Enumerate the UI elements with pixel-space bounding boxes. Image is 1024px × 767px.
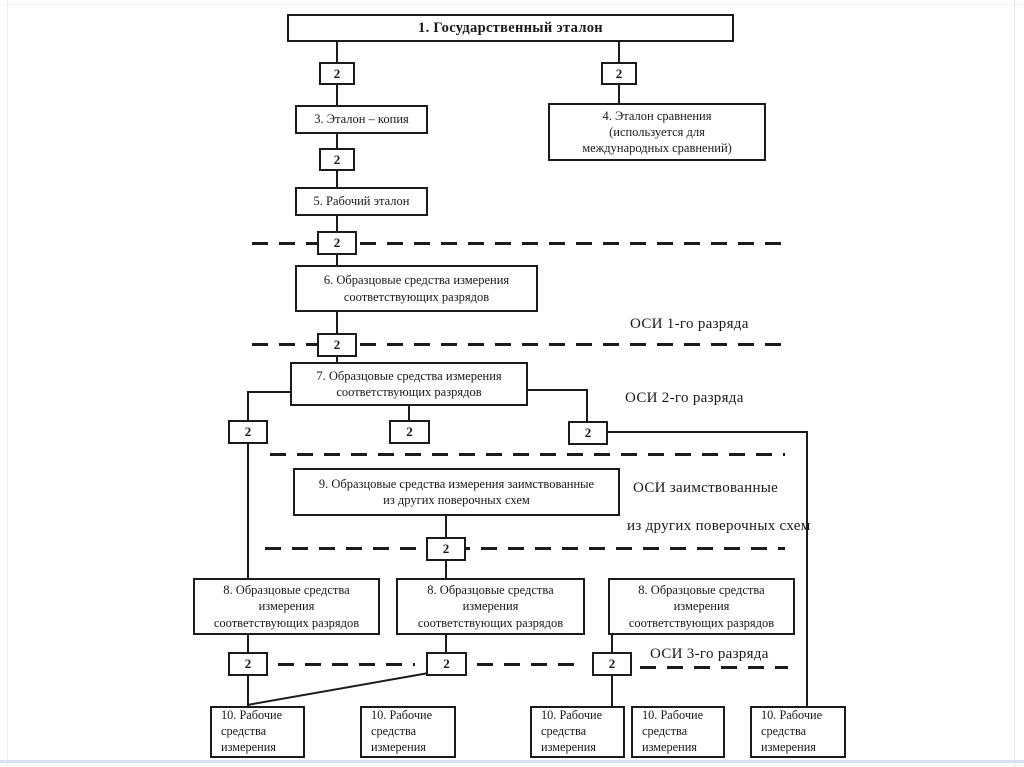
node-reference-means-rank3-3: 8. Образцовые средства измерения соответ… xyxy=(608,578,795,635)
osi-borrowed-label-line2: из других поверочных схем xyxy=(627,518,811,534)
connector-line xyxy=(336,134,338,148)
slide-right-edge xyxy=(1014,0,1015,767)
connector-line xyxy=(408,406,410,420)
osi-rank3-label: ОСИ 3-го разряда xyxy=(650,646,769,662)
osi-rank2-label: ОСИ 2-го разряда xyxy=(625,390,744,406)
connector-line xyxy=(336,357,338,362)
slide-left-edge xyxy=(7,0,8,767)
connector-line xyxy=(247,635,249,652)
node-working-means-1: 10. Рабочие средства измерения xyxy=(210,706,305,758)
connector-line xyxy=(586,389,588,421)
method-step-box: 2 xyxy=(228,420,268,444)
method-step-box: 2 xyxy=(426,652,467,676)
connector-line xyxy=(806,431,808,706)
connector-line xyxy=(527,389,588,391)
connector-line xyxy=(336,85,338,105)
connector-line xyxy=(336,42,338,62)
connector-line xyxy=(608,431,808,433)
method-step-box: 2 xyxy=(568,421,608,445)
connector-line xyxy=(618,85,620,103)
connector-line xyxy=(247,676,249,706)
connector-line xyxy=(618,42,620,62)
node-working-means-2: 10. Рабочие средства измерения xyxy=(360,706,456,758)
dashed-divider xyxy=(252,343,790,346)
method-step-box: 2 xyxy=(319,148,355,171)
connector-line xyxy=(336,216,338,231)
dashed-divider xyxy=(477,663,580,666)
node-state-etalon: 1. Государственный эталон xyxy=(287,14,734,42)
osi-borrowed-label-line1: ОСИ заимствованные xyxy=(633,480,779,496)
dashed-divider xyxy=(270,453,785,456)
node-comparison-etalon: 4. Эталон сравнения (используется для ме… xyxy=(548,103,766,161)
node-reference-means-rank2: 7. Образцовые средства измерения соответ… xyxy=(290,362,528,406)
connector-line xyxy=(611,676,613,706)
connector-line xyxy=(247,391,292,393)
diagonal-connector-line xyxy=(247,672,428,706)
node-working-means-5: 10. Рабочие средства измерения xyxy=(750,706,846,758)
node-borrowed-reference-means: 9. Образцовые средства измерения заимств… xyxy=(293,468,620,516)
node-working-means-4: 10. Рабочие средства измерения xyxy=(631,706,725,758)
method-step-box: 2 xyxy=(319,62,355,85)
connector-line xyxy=(336,171,338,187)
connector-line xyxy=(336,312,338,333)
method-step-box: 2 xyxy=(601,62,637,85)
osi-rank1-label: ОСИ 1-го разряда xyxy=(630,316,749,332)
method-step-box: 2 xyxy=(389,420,430,444)
node-reference-means-rank3-1: 8. Образцовые средства измерения соответ… xyxy=(193,578,380,635)
node-etalon-copy: 3. Эталон – копия xyxy=(295,105,428,134)
connector-line xyxy=(611,635,613,652)
node-reference-means-rank1: 6. Образцовые средства измерения соответ… xyxy=(295,265,538,312)
dashed-divider xyxy=(278,663,415,666)
connector-line xyxy=(445,561,447,578)
connector-line xyxy=(445,635,447,652)
dashed-divider xyxy=(265,547,785,550)
method-step-box: 2 xyxy=(317,333,357,357)
node-reference-means-rank3-2: 8. Образцовые средства измерения соответ… xyxy=(396,578,585,635)
slide-bottom-edge xyxy=(0,760,1024,763)
connector-line xyxy=(445,516,447,537)
dashed-divider xyxy=(640,666,788,669)
slide-top-edge xyxy=(0,4,1024,5)
method-step-box: 2 xyxy=(426,537,466,561)
dashed-divider xyxy=(252,242,790,245)
node-working-etalon: 5. Рабочий эталон xyxy=(295,187,428,216)
connector-line xyxy=(336,255,338,265)
connector-line xyxy=(247,391,249,420)
connector-line xyxy=(247,444,249,578)
method-step-box: 2 xyxy=(317,231,357,255)
method-step-box: 2 xyxy=(592,652,632,676)
method-step-box: 2 xyxy=(228,652,268,676)
node-working-means-3: 10. Рабочие средства измерения xyxy=(530,706,625,758)
